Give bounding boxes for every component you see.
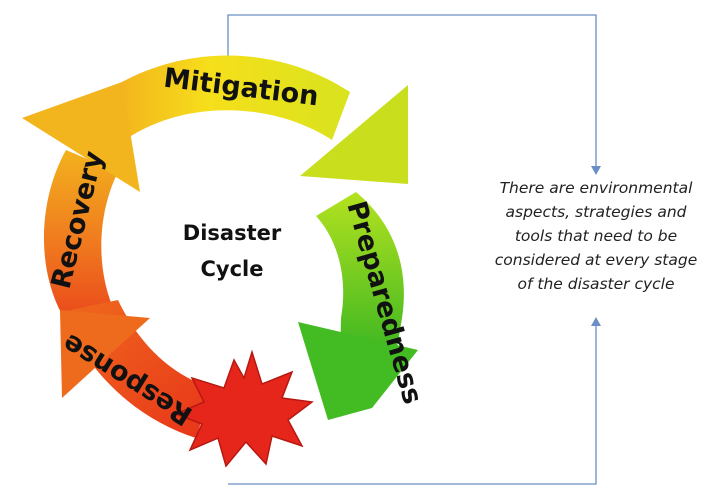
side-note-line: aspects, strategies and: [505, 203, 687, 221]
mitigation-band: [96, 55, 350, 143]
connector-bracket: [227, 14, 601, 485]
explosion-burst-shape: [174, 349, 314, 468]
response-arrowhead: [60, 310, 150, 398]
connector-arrow-up: [591, 317, 601, 326]
preparedness-arrowhead: [298, 322, 418, 420]
mitigation-arrowhead: [300, 85, 408, 184]
connector-bottom-line: [228, 322, 597, 485]
side-note: There are environmental aspects, strateg…: [470, 176, 720, 296]
connector-top-line: [227, 14, 597, 170]
recovery-arrowhead: [22, 82, 140, 192]
cycle-title-line-1: Disaster: [183, 221, 282, 245]
stage-response: [60, 300, 212, 438]
side-note-line: of the disaster cycle: [517, 275, 675, 293]
stage-mitigation: [96, 55, 408, 184]
stage-preparedness: [298, 192, 418, 420]
stage-recovery: [22, 82, 140, 318]
recovery-band: [43, 150, 118, 318]
preparedness-band: [316, 192, 404, 360]
side-note-line: There are environmental: [499, 179, 693, 197]
side-note-line: tools that need to be: [514, 227, 678, 245]
side-note-line: considered at every stage: [494, 251, 698, 269]
connector-arrow-down: [591, 166, 601, 175]
cycle-title-line-2: Cycle: [201, 257, 264, 281]
